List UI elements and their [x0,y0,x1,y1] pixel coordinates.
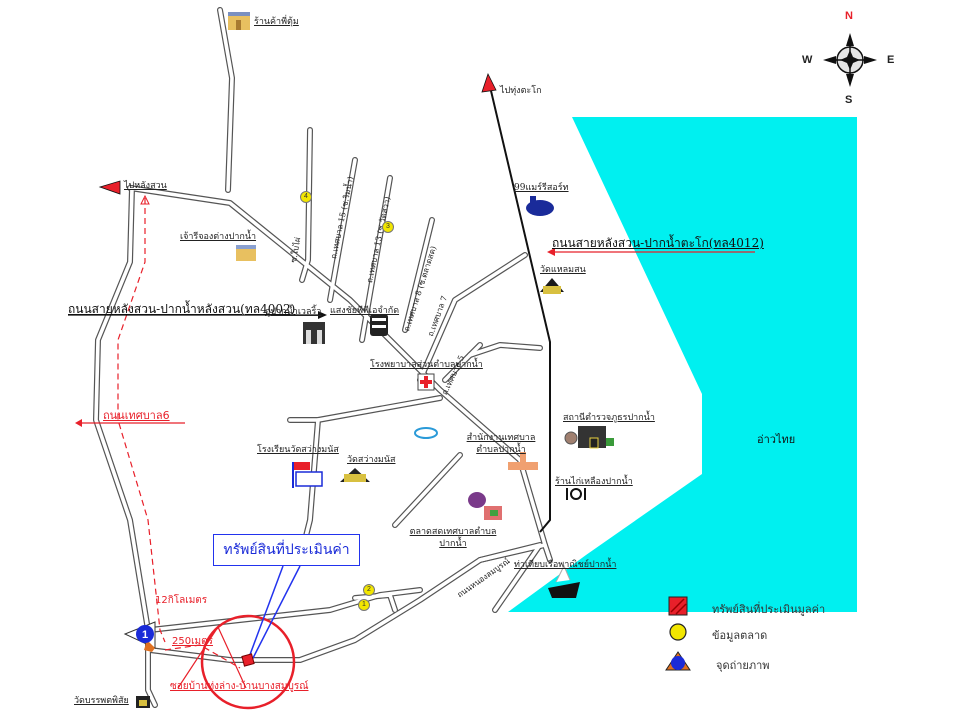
compass-rose-icon [823,33,877,87]
distance-soi-label: 250เมตร [172,636,213,647]
subject-callout: ทรัพย์สินที่ประเมินค่า [213,534,360,566]
place-label-hospital: โรงพยาบาลส่วนตำบลปากน้ำ [370,360,483,370]
market-point-2[interactable]: 2 [363,584,375,596]
resort-icon [526,196,554,216]
shop-icon [228,12,250,30]
place-label-market: ตลาดสดเทศบาลตำบลปากน้ำ [409,527,497,549]
school-icon [292,462,323,488]
photo-point-marker[interactable]: 1 [123,621,156,652]
ship-icon [548,564,580,598]
police-station-icon [564,426,614,449]
compass-south: S [845,94,853,106]
building-icon [370,314,388,336]
svg-text:1: 1 [142,629,148,641]
place-label-company: แสงชัยพีพีเอจำกัด [330,306,400,316]
place-label-resort: 99แมร์รีสอร์ท [514,183,569,193]
arrow-to-chang-suan-icon [98,180,121,195]
place-label-shop: ร้านค้าพี่ตุ้ม [254,17,299,27]
legend-label-subject: ทรัพย์สินที่ประเมินมูลค่า [712,603,826,616]
market-point-3[interactable]: 3 [382,221,394,233]
subject-property-marker[interactable] [241,653,255,667]
place-label-school: โรงเรียนวัดสว่างมนัส [257,445,339,455]
compass-east: E [887,54,895,66]
highway-4012 [487,77,551,533]
legend-subject-symbol [668,596,688,616]
hospital-icon [417,373,435,391]
pond-icon [414,427,438,439]
restaurant-icon [566,488,586,500]
route-dashed [117,198,166,643]
legend-label-photo: จุดถ่ายภาพ [716,659,770,672]
legend-label-market: ข้อมูลตลาด [712,629,768,642]
market-point-4[interactable]: 4 [300,191,312,203]
road-label-soi-subject: ซอยบ้านทุ่งล่าง-บ้านบางสมบูรณ์ [170,681,309,692]
place-label-wat-banphot: วัดบรรพตพิสัย [74,696,129,706]
warehouse-icon [236,245,256,261]
arrow-to-thung-tako-icon [481,72,497,93]
distance-main-label: 12กิโลเมตร [155,595,208,606]
temple-icon [540,278,564,294]
sea-label: อ่าวไทย [757,433,796,446]
road-label-4012: ถนนสายหลังสวน-ปากน้ำตะโก(ทล4012) [552,236,764,250]
road-label-thesaban-6: ถนนเทศบาล6 [103,409,170,422]
temple-small-icon [136,696,150,708]
temple-icon [340,468,370,482]
market-icon [468,492,502,520]
road-network [93,7,553,708]
place-label-pier: ท่าเทียบเรือพาณิชย์ปากน้ำ [514,560,617,570]
place-label-warehouse: เจ้ารีจองต่างปากน้ำ [180,232,257,242]
place-label-wat-laem-son: วัดแหลมสน [540,265,586,275]
market-point-1[interactable]: 1 [358,599,370,611]
compass-west: W [802,54,813,66]
legend-market-symbol [669,623,687,641]
municipal-office-icon [508,452,538,470]
sea-gulf-of-thailand [508,117,857,612]
route-arrow-up-icon [140,194,150,205]
direction-to-chang-suan: ไปหลังสวน [124,181,167,191]
road-label-4002: ถนนสายหลังสวน-ปากน้ำหลังสวน(ทล4002) [68,302,296,316]
direction-to-thung-tako: ไปทุ่งตะโก [500,86,542,96]
legend-photo-symbol [665,651,691,671]
route-dashed-soi [164,644,241,669]
place-label-wat-sawang: วัดสว่างมนัส [347,455,396,465]
place-label-police-station: สถานีตำรวจภูธรปากน้ำ [563,413,655,423]
subject-highlight-circle [200,614,296,710]
compass-north: N [845,10,853,22]
garage-icon [303,322,325,344]
place-label-restaurant: ร้านไก่เหลืองปากน้ำ [555,477,633,487]
place-label-garage: อู่ปากน้ำเวลริ้ว [265,307,322,317]
place-label-municipal-office: สำนักงานเทศบาลตำบลปากน้ำ [466,433,536,455]
